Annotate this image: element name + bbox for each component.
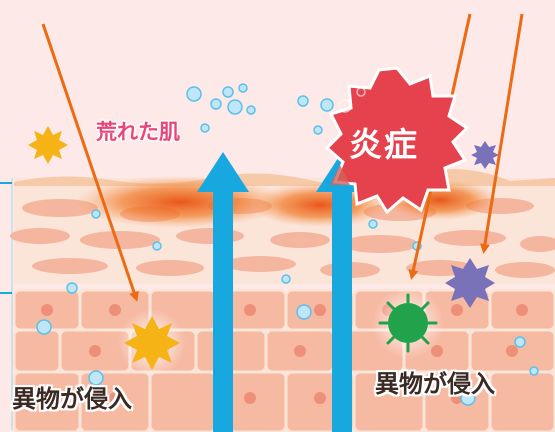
moisture-loss-arrow-left — [197, 152, 249, 432]
inflammation-label: 炎症 — [349, 125, 419, 164]
water-droplet-icon — [36, 83, 539, 406]
invasion-arrow-right-b — [480, 13, 524, 254]
purple-germ-icon — [471, 141, 499, 169]
green-germ-icon — [378, 293, 438, 353]
invasion-arrow-left — [41, 23, 139, 302]
foreign-invasion-label-left: 異物が侵入 — [12, 385, 132, 413]
yellow-germ-icon — [28, 126, 68, 164]
foreign-invasion-label-right: 異物が侵入 — [375, 370, 495, 398]
purple-germ-icon — [445, 258, 495, 308]
inflammation-burst-icon — [324, 66, 470, 215]
rough-skin-label: 荒れた肌 — [96, 120, 180, 144]
burst-tip — [330, 165, 350, 185]
yellow-germ-icon — [124, 316, 180, 370]
